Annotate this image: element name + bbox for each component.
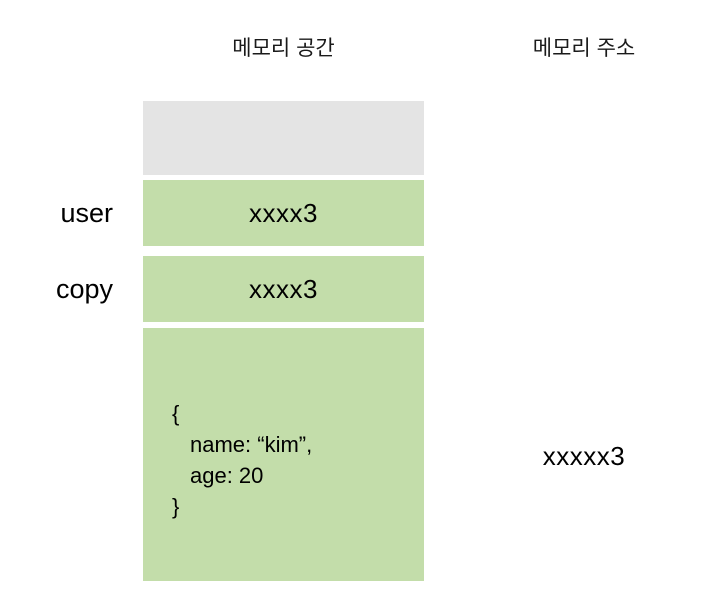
object-literal: { name: “kim”, age: 20 } xyxy=(172,398,312,522)
memory-value-copy: xxxx3 xyxy=(249,274,318,304)
memory-block-empty xyxy=(143,101,424,175)
memory-value-user: xxxx3 xyxy=(249,198,318,228)
column-header-memory-space: 메모리 공간 xyxy=(232,37,335,60)
memory-block-copy: xxxx3 xyxy=(143,256,424,322)
object-literal-line-age: age: 20 xyxy=(190,463,264,488)
memory-block-user: xxxx3 xyxy=(143,180,424,246)
object-literal-line-name: name: “kim”, xyxy=(190,432,313,457)
row-label-copy: copy xyxy=(55,274,113,304)
object-literal-line-open-brace: { xyxy=(172,401,180,426)
memory-address-value: xxxxx3 xyxy=(542,441,626,471)
object-literal-line-close-brace: } xyxy=(172,494,180,519)
memory-block-object: { name: “kim”, age: 20 } xyxy=(143,328,424,581)
column-header-memory-address: 메모리 주소 xyxy=(532,37,636,60)
row-label-user: user xyxy=(60,198,113,228)
